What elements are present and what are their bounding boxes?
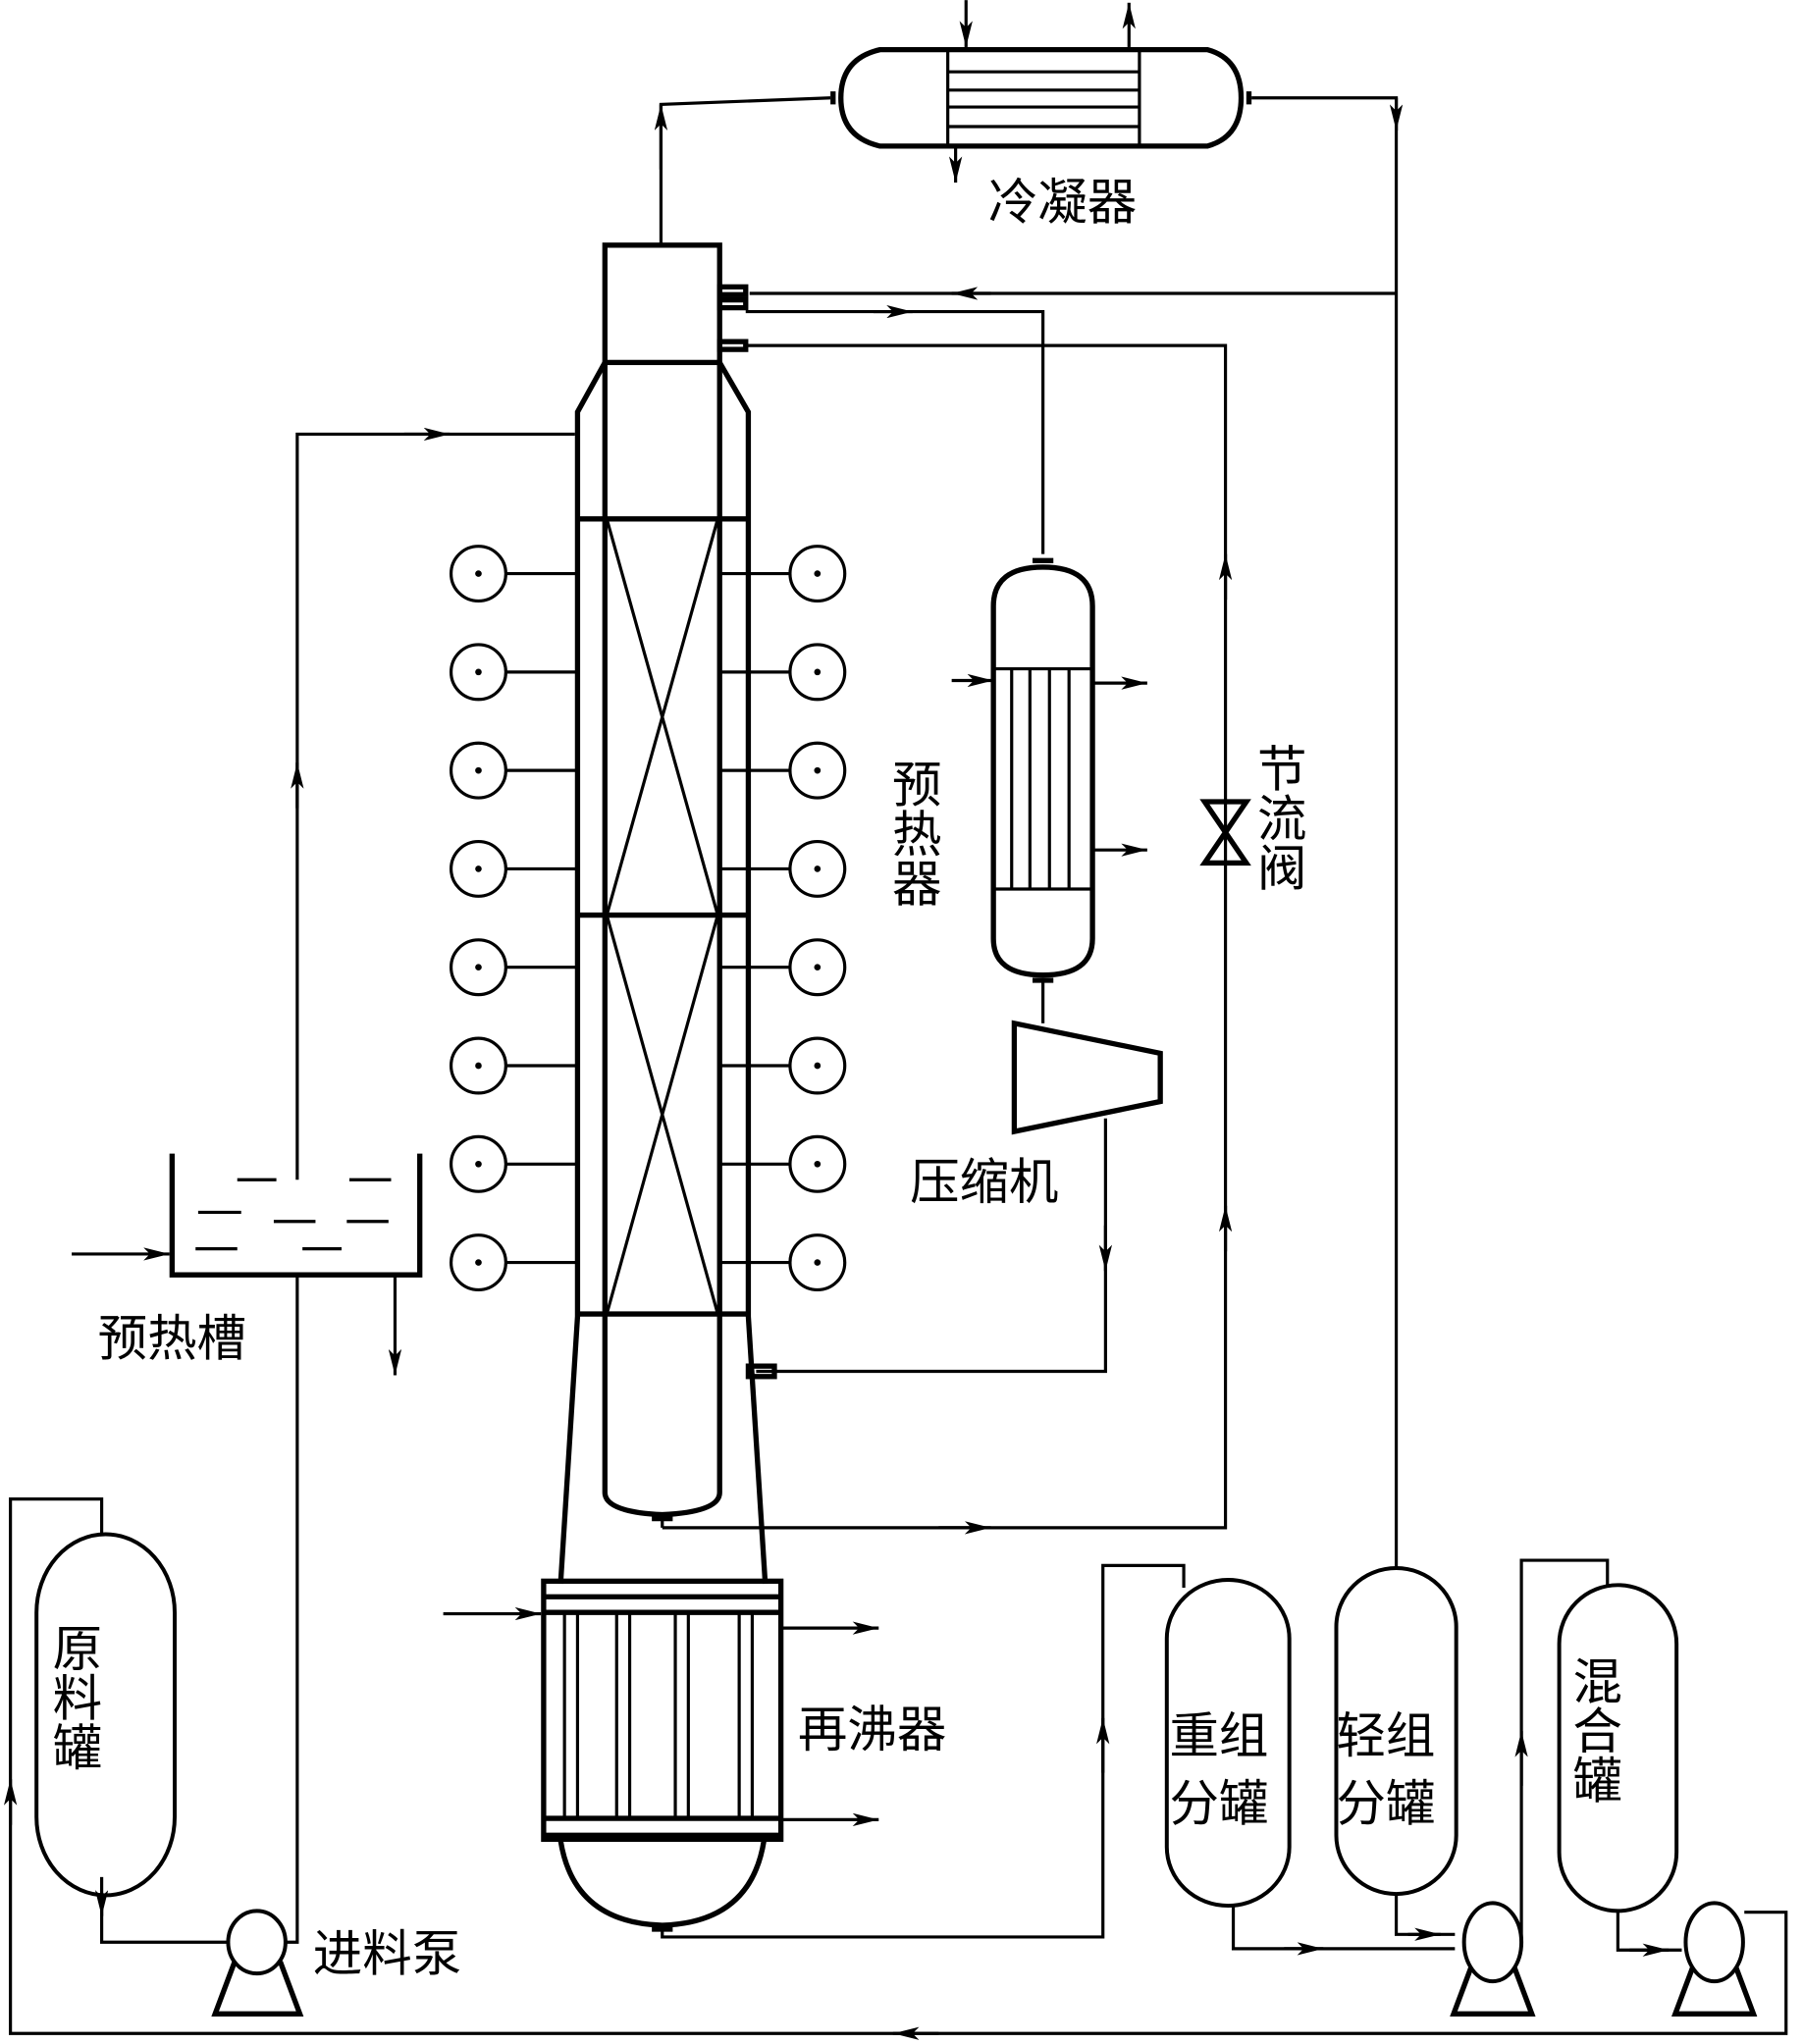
- light-tank-label-line1: 轻组: [1336, 1707, 1435, 1765]
- instrument-right-1: [719, 545, 847, 603]
- instrument-right-3: [719, 741, 847, 800]
- instrument-right-5: [719, 938, 847, 997]
- heavy-tank-label-line2: 分罐: [1169, 1775, 1268, 1833]
- pump-discharge-line: [276, 1275, 299, 1944]
- instrument-right-8: [719, 1233, 847, 1292]
- compressor-label: 压缩机: [910, 1153, 1058, 1211]
- instrument-right-2: [719, 643, 847, 702]
- raw-material-tank-label: 原料罐: [44, 1623, 102, 1771]
- condenser-label: 冷凝器: [988, 173, 1137, 231]
- reboiler: [443, 1578, 879, 1932]
- transfer-pump-1: [1450, 1901, 1536, 2017]
- instrument-left-2: [449, 643, 578, 702]
- return-loop-line: [9, 1497, 1788, 2035]
- heavy-component-tank: [1164, 1578, 1292, 1909]
- instrument-left-8: [449, 1233, 578, 1292]
- preheat-tank-label: 预热槽: [98, 1310, 246, 1368]
- light-tank-label-line2: 分罐: [1336, 1775, 1435, 1833]
- distillation-column: [557, 242, 769, 1585]
- light-tank-outlet-line: [1394, 1894, 1456, 1936]
- instrument-right-4: [719, 839, 847, 898]
- instrument-left-3: [449, 741, 578, 800]
- instrument-left-5: [449, 938, 578, 997]
- transfer-pump-2: [1670, 1901, 1758, 2017]
- compressor: [1011, 1020, 1163, 1135]
- heavy-tank-outlet-line: [1231, 1906, 1456, 1951]
- preheater-label: 预热器: [883, 759, 941, 907]
- instruments-left: [449, 545, 578, 1292]
- condenser: [830, 0, 1252, 183]
- instrument-left-1: [449, 545, 578, 603]
- mixing-tank-label: 混合罐: [1564, 1655, 1622, 1804]
- throttle-valve: [1199, 799, 1251, 866]
- compressor-outlet-line: [756, 1118, 1107, 1374]
- instrument-right-7: [719, 1134, 847, 1193]
- feed-pump: [211, 1909, 304, 2017]
- preheater-feed-line: [745, 309, 1045, 554]
- instruments-right: [719, 545, 847, 1292]
- preheat-tank: [72, 1153, 423, 1376]
- mixing-tank-outlet-line: [1616, 1911, 1682, 1952]
- vapor-line: [659, 96, 831, 245]
- instrument-left-4: [449, 839, 578, 898]
- instrument-right-6: [719, 1036, 847, 1095]
- preheater: [951, 557, 1147, 983]
- feed-pump-label: 进料泵: [313, 1924, 461, 1982]
- reboiler-label: 再沸器: [798, 1701, 946, 1758]
- heavy-tank-label-line1: 重组: [1169, 1707, 1268, 1765]
- throttle-valve-label: 节流阀: [1248, 743, 1306, 891]
- instrument-left-6: [449, 1036, 578, 1095]
- column-feed-line: [295, 432, 575, 1180]
- raw-material-outlet-line: [100, 1895, 229, 1944]
- instrument-left-7: [449, 1134, 578, 1193]
